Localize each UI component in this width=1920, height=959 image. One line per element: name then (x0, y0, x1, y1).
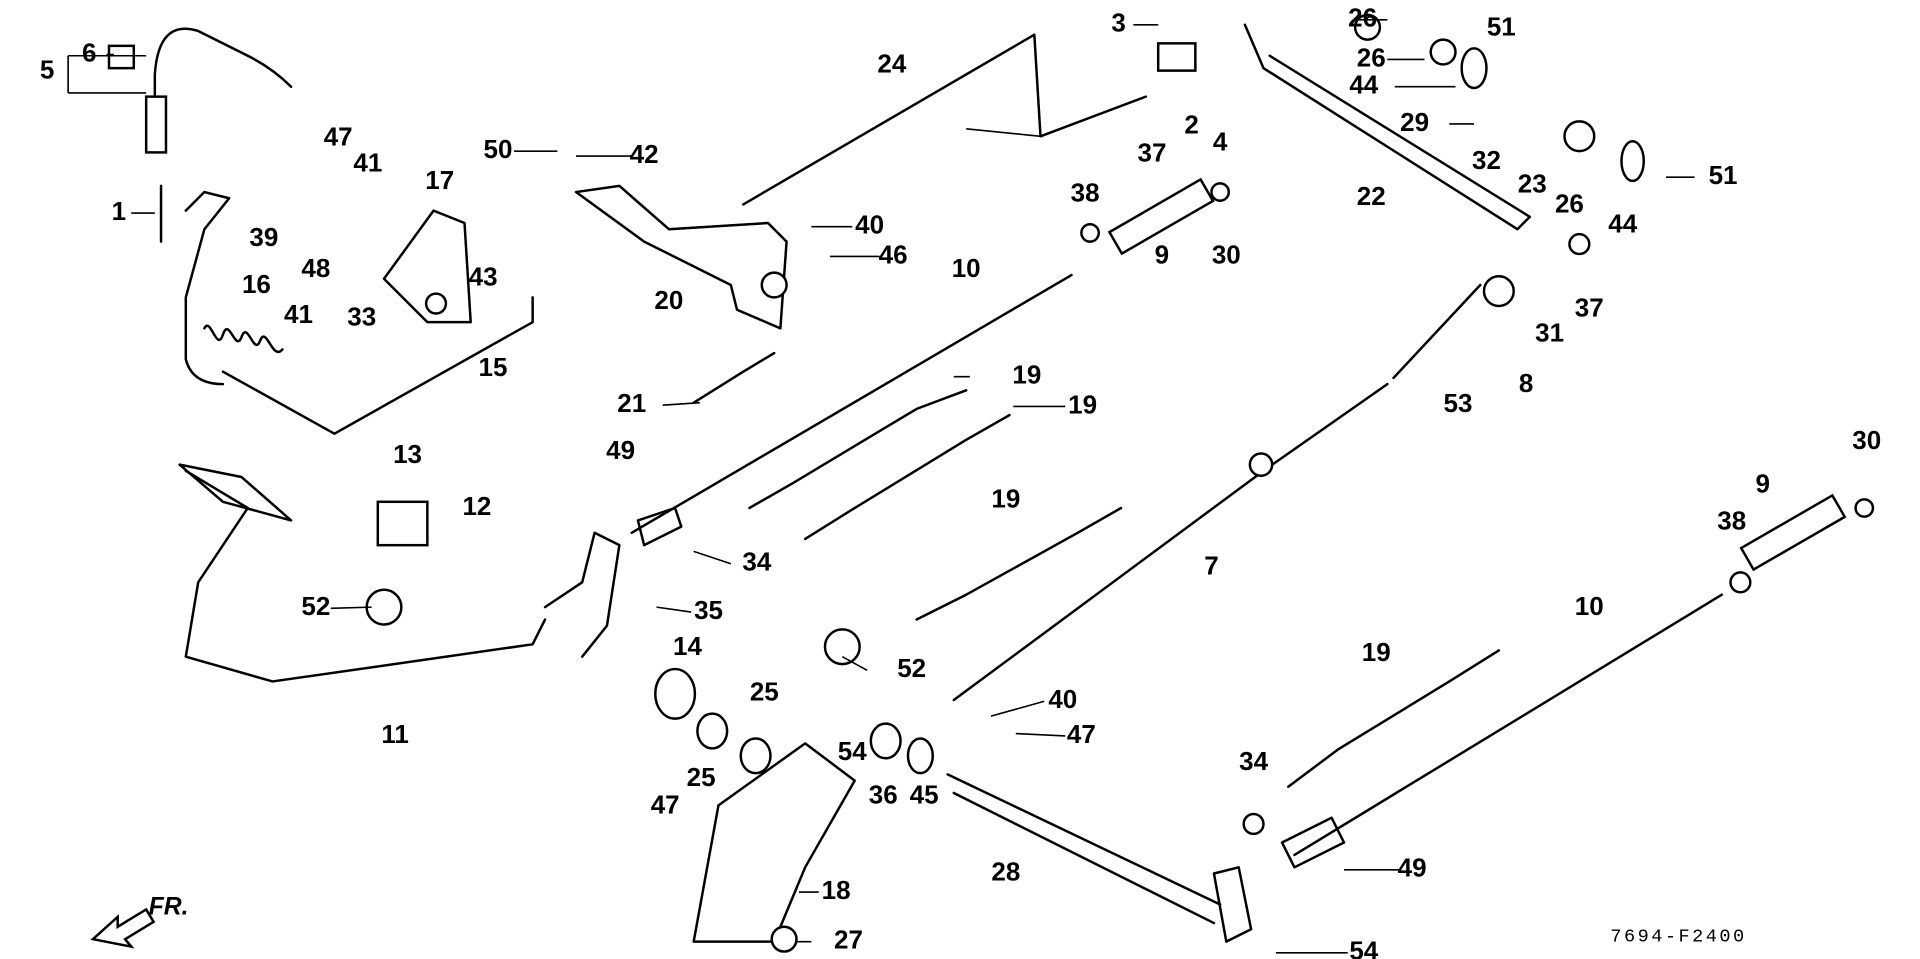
callout-39: 39 (249, 222, 278, 252)
callout-28: 28 (991, 856, 1020, 886)
callout-46: 46 (879, 239, 908, 269)
callout-43: 43 (469, 262, 498, 292)
callout-30: 30 (1212, 239, 1241, 269)
callout-22: 22 (1357, 181, 1386, 211)
callout-27: 27 (834, 925, 863, 955)
callout-47: 47 (324, 122, 353, 152)
callout-6: 6 (82, 37, 96, 67)
callout-35: 35 (694, 595, 723, 625)
callout-49: 49 (1398, 853, 1427, 883)
callout-26: 26 (1348, 3, 1377, 33)
callout-8: 8 (1519, 368, 1533, 398)
callout-19: 19 (991, 483, 1020, 513)
callout-44: 44 (1349, 70, 1378, 100)
callout-19: 19 (1068, 389, 1097, 419)
front-direction-arrow-icon (90, 907, 156, 949)
callout-51: 51 (1709, 160, 1738, 190)
callout-44: 44 (1608, 208, 1637, 238)
callout-9: 9 (1155, 239, 1169, 269)
callout-15: 15 (479, 352, 508, 382)
callout-14: 14 (673, 631, 702, 661)
callout-37: 37 (1575, 293, 1604, 323)
callout-53: 53 (1444, 388, 1473, 418)
callout-25: 25 (687, 762, 716, 792)
drawing-code: 7694-F2400 (1610, 927, 1746, 948)
callout-26: 26 (1357, 42, 1386, 72)
callout-29: 29 (1400, 107, 1429, 137)
callout-42: 42 (630, 139, 659, 169)
callout-34: 34 (742, 547, 771, 577)
callout-5: 5 (40, 55, 54, 85)
callout-54: 54 (1349, 936, 1378, 959)
callout-33: 33 (347, 301, 376, 331)
callout-21: 21 (617, 388, 646, 418)
callout-10: 10 (1575, 591, 1604, 621)
callout-16: 16 (242, 269, 271, 299)
callout-11: 11 (381, 719, 408, 749)
callout-7: 7 (1204, 550, 1218, 580)
callout-45: 45 (910, 780, 939, 810)
callout-26: 26 (1555, 189, 1584, 219)
callout-50: 50 (484, 134, 513, 164)
part-drawings (67, 13, 1875, 954)
callout-4: 4 (1213, 127, 1228, 157)
callout-51: 51 (1487, 11, 1516, 41)
callout-9: 9 (1755, 469, 1769, 499)
callout-52: 52 (301, 591, 330, 621)
callout-48: 48 (301, 253, 330, 283)
callout-47: 47 (651, 789, 680, 819)
callout-41: 41 (284, 299, 313, 329)
callout-38: 38 (1071, 177, 1100, 207)
callout-40: 40 (855, 210, 884, 240)
callout-36: 36 (869, 780, 898, 810)
callout-41: 41 (353, 148, 382, 178)
callout-10: 10 (952, 253, 981, 283)
callout-1: 1 (112, 196, 126, 226)
callout-17: 17 (425, 165, 454, 195)
callout-23: 23 (1518, 169, 1547, 199)
front-direction-label: FR. (149, 893, 189, 920)
callout-38: 38 (1717, 506, 1746, 536)
callout-49: 49 (606, 435, 635, 465)
callout-19: 19 (1362, 637, 1391, 667)
callout-37: 37 (1138, 138, 1167, 168)
callout-52: 52 (897, 653, 926, 683)
callout-18: 18 (822, 875, 851, 905)
callout-32: 32 (1472, 145, 1501, 175)
callout-34: 34 (1239, 746, 1268, 776)
callout-31: 31 (1535, 317, 1564, 347)
callout-24: 24 (877, 49, 906, 79)
callout-30: 30 (1852, 425, 1881, 455)
callout-12: 12 (462, 491, 491, 521)
callout-47: 47 (1067, 719, 1096, 749)
callout-2: 2 (1184, 109, 1198, 139)
callout-54: 54 (838, 736, 867, 766)
callout-3: 3 (1111, 8, 1125, 38)
callout-19: 19 (1012, 360, 1041, 390)
callout-20: 20 (654, 285, 683, 315)
callout-40: 40 (1048, 684, 1077, 714)
callout-13: 13 (393, 439, 422, 469)
callout-25: 25 (750, 677, 779, 707)
